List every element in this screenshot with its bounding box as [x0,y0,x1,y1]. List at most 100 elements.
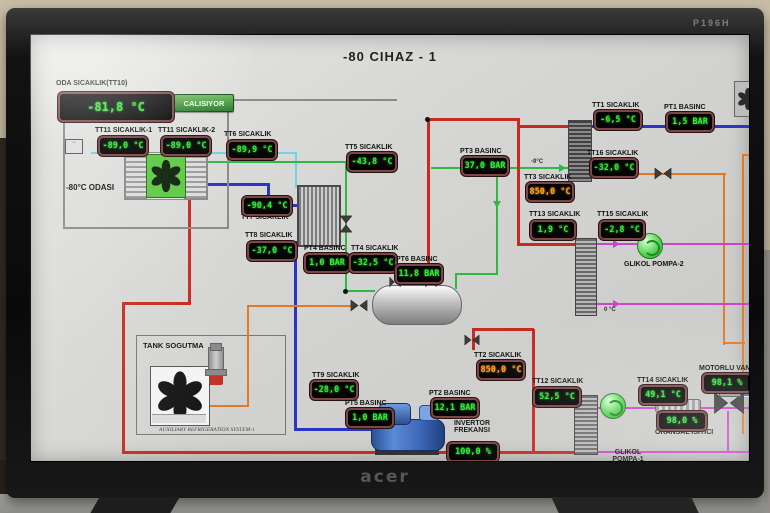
pipe-segment-red [427,118,430,280]
tt3-label: TT3 SICAKLIK [524,174,572,181]
tt1-value-display: -6,5 °C [594,110,642,130]
inverter-value-display: 100,0 % [447,442,499,461]
tt2-label: TT2 SICAKLIK [474,352,522,359]
tt8-label: TT8 SICAKLIK [245,232,293,239]
tt1-label: TT1 SICAKLIK [592,102,640,109]
pt1-label: PT1 BASINC [664,104,706,111]
inverter-label: INVERTOR FREKANSI [453,420,491,434]
tank-cooling-label: TANK SOGUTMA [143,341,204,350]
evaporator-coil-left [125,153,147,199]
scada-screen: -80 CIHAZ - 1 CALISIYOR ▫▫ ODA SICAKLIK(… [30,34,750,462]
pipe-segment-magenta [576,451,749,453]
pipe-segment-orange [247,305,353,307]
pipe-segment-red [472,328,475,350]
pipe-segment-green [345,290,375,292]
tt3-value-display: 850,0 °C [526,182,574,202]
tt8-value-display: -37,0 °C [247,241,297,261]
receiver-vessel [372,285,462,325]
pt4-value-display: 1,0 BAR [304,253,350,273]
pipe-segment-red [517,118,520,246]
pipe-junction [343,289,348,294]
tt6-value-display: -89,9 °C [227,140,277,160]
glycol-pump-2-label: GLIKOL POMPA-2 [624,261,684,268]
pipe-segment-green [456,273,498,275]
tt9-value-display: -28,0 °C [310,380,358,400]
room-name-label: -80°C ODASI [66,183,115,192]
pipe-segment-magenta [727,411,729,453]
pipe-segment-orange [723,173,725,345]
tt6-label: TT6 SICAKLIK [224,131,272,138]
tt11_1-value-display: -89,0 °C [98,136,148,156]
pipe-segment-red [122,302,125,454]
page-title: -80 CIHAZ - 1 [343,49,437,64]
valve-icon[interactable] [654,167,672,180]
pipe-segment-blue [204,183,269,186]
monitor-stand-foot-right [551,497,699,513]
tt4-value-display: -32,5 °C [349,253,397,273]
tt10-label: ODA SICAKLIK(TT10) [56,80,128,87]
pipe-segment-red [427,118,520,121]
pipe-segment-blue [294,241,297,431]
tt14-label: TT14 SICAKLIK [637,377,689,384]
tt16-value-display: -32,0 °C [590,158,638,178]
tt10-value-display: -81,8 °C [58,92,174,122]
flow-arrow [493,201,501,208]
oransal-value-display: 98,0 % [657,411,707,431]
pt1-value-display: 1,5 BAR [666,112,714,132]
pipe-segment-gray [227,99,229,229]
pipe-segment-orange [207,405,249,407]
pt5-label: PT5 BASINC [345,400,387,407]
pipe-segment-gray [63,99,65,229]
tt12-label: TT12 SICAKLIK [532,378,584,385]
pt2-label: PT2 BASINC [429,390,471,397]
tt5-value-display: -43,8 °C [347,152,397,172]
pipe-segment-orange [247,305,249,407]
tt12-value-display: 52,5 °C [533,387,581,407]
tt4-label: TT4 SICAKLIK [351,245,399,252]
tt16-label: TT16 SICAKLIK [587,150,639,157]
desk-right-edge [764,250,770,513]
flow-arrow [613,240,620,248]
tt11_2-value-display: -89,0 °C [161,136,211,156]
pipe-segment-orange [723,342,745,344]
motorlu-label: MOTORLU VANA [699,365,750,372]
monitor-model-text: P196H [693,18,731,28]
compressor-feet [375,449,439,455]
glycol-pump-1-icon[interactable] [600,393,626,419]
valve-icon[interactable] [339,215,353,233]
tt7-value-display: -90,4 °C [242,196,292,216]
tank-cooling-group-box [136,335,286,435]
pipe-segment-red [472,328,534,331]
tt7-label: TT7 SICAKLIK [241,214,289,221]
oransal-label: ORANSAL ISITICI [655,429,714,436]
tt11_2-label: TT11 SICAKLIK-2 [158,127,216,134]
pipe-junction [425,117,430,122]
tt11_1-label: TT11 SICAKLIK-1 [95,127,153,134]
evaporator-fan-icon[interactable] [146,154,186,198]
pipe-segment-magenta [595,243,749,245]
tt5-label: TT5 SICAKLIK [345,144,393,151]
valve-icon[interactable] [350,299,368,312]
motorlu-value-display: 98,1 % [702,373,749,393]
pipe-temp-label: -9°C [531,159,544,165]
status-running-button[interactable]: CALISIYOR [174,94,234,112]
pipe-segment-red [188,197,191,305]
pipe-segment-blue [294,428,377,431]
pipe-segment-red [122,451,578,454]
pipe-segment-red [122,302,190,305]
monitor-brand-logo: acer [360,467,410,487]
tt14-value-display: 49,1 °C [639,385,687,405]
pipe-segment-green [455,273,457,289]
tt2-value-display: 850,0 °C [477,360,525,380]
tank-pump-flange [205,369,227,376]
tt9-label: TT9 SICAKLIK [312,372,360,379]
tt13-value-display: 1,9 °C [530,220,576,240]
valve-icon[interactable] [464,333,480,346]
pipe-segment-green [496,167,498,275]
tank-pump-cap [210,343,222,351]
motor-valve-icon[interactable] [713,383,745,415]
tt15-label: TT15 SICAKLIK [597,211,649,218]
flow-arrow [613,300,620,308]
tank-pump-elbow [207,373,223,385]
monitor-stand-foot-left [90,497,180,513]
